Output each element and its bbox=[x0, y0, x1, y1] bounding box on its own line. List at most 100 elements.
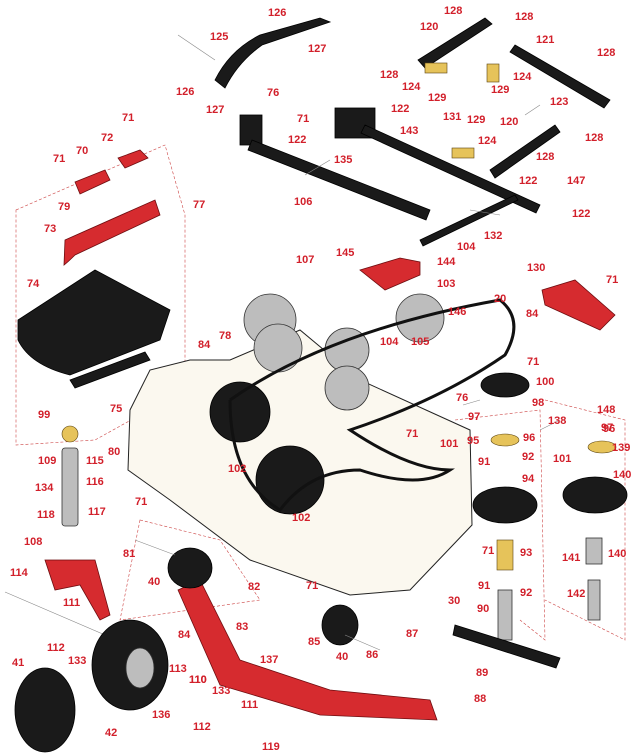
bushing-124-b bbox=[486, 63, 500, 83]
cap-148 bbox=[61, 425, 79, 443]
part-callout-120: 120 bbox=[420, 21, 438, 33]
part-callout-133: 133 bbox=[68, 655, 86, 667]
part-callout-128: 128 bbox=[515, 11, 533, 23]
part-callout-128: 128 bbox=[536, 151, 554, 163]
part-callout-112: 112 bbox=[193, 721, 211, 733]
part-callout-104: 104 bbox=[380, 336, 399, 348]
bearing-93 bbox=[496, 539, 514, 571]
shaft-135 bbox=[247, 139, 431, 221]
part-callout-117: 117 bbox=[88, 506, 106, 518]
part-callout-71: 71 bbox=[606, 274, 618, 286]
part-callout-140: 140 bbox=[613, 469, 631, 481]
washer-stack-left bbox=[61, 447, 79, 527]
part-callout-145: 145 bbox=[336, 247, 354, 259]
part-callout-124: 124 bbox=[513, 71, 532, 83]
part-callout-128: 128 bbox=[585, 132, 603, 144]
blade-30 bbox=[452, 624, 561, 669]
caster-tire-41 bbox=[14, 667, 76, 753]
part-callout-103: 103 bbox=[437, 278, 455, 290]
part-callout-111: 111 bbox=[63, 597, 80, 609]
part-callout-91: 91 bbox=[478, 456, 490, 468]
bracket-left bbox=[239, 114, 263, 146]
part-callout-106: 106 bbox=[294, 196, 312, 208]
part-callout-129: 129 bbox=[428, 92, 446, 104]
part-callout-122: 122 bbox=[288, 134, 306, 146]
part-callout-98: 98 bbox=[532, 397, 544, 409]
part-callout-112: 112 bbox=[47, 642, 65, 654]
part-callout-121: 121 bbox=[536, 34, 554, 46]
part-callout-90: 90 bbox=[477, 603, 489, 615]
plate-73 bbox=[63, 199, 161, 266]
part-callout-84: 84 bbox=[526, 308, 539, 320]
part-callout-119: 119 bbox=[262, 741, 280, 753]
part-callout-130: 130 bbox=[527, 262, 545, 274]
part-callout-71: 71 bbox=[406, 428, 418, 440]
part-callout-140: 140 bbox=[608, 548, 626, 560]
part-callout-113: 113 bbox=[169, 663, 187, 675]
part-callout-71: 71 bbox=[53, 153, 65, 165]
part-callout-93: 93 bbox=[520, 547, 532, 559]
pulley-lower-left bbox=[253, 323, 303, 373]
part-callout-86: 86 bbox=[366, 649, 378, 661]
part-callout-116: 116 bbox=[86, 476, 104, 488]
part-callout-84: 84 bbox=[178, 629, 191, 641]
part-callout-137: 137 bbox=[260, 654, 278, 666]
shaft-143 bbox=[360, 124, 541, 214]
part-callout-96: 96 bbox=[523, 432, 535, 444]
shield-130 bbox=[541, 279, 616, 331]
upper-linkage bbox=[214, 17, 611, 247]
part-callout-126: 126 bbox=[268, 7, 286, 19]
spring-132 bbox=[419, 194, 519, 247]
part-callout-97: 97 bbox=[601, 422, 613, 434]
part-callout-71: 71 bbox=[122, 112, 134, 124]
spindle-housing-right bbox=[562, 476, 628, 514]
part-callout-30: 30 bbox=[448, 595, 460, 607]
part-callout-72: 72 bbox=[101, 132, 113, 144]
part-callout-84: 84 bbox=[198, 339, 211, 351]
part-callout-85: 85 bbox=[308, 636, 320, 648]
part-callout-108: 108 bbox=[24, 536, 42, 548]
part-callout-127: 127 bbox=[308, 43, 326, 55]
part-callout-102: 102 bbox=[292, 512, 310, 524]
part-callout-115: 115 bbox=[86, 455, 104, 467]
mower-deck bbox=[127, 293, 516, 721]
bushing-124-c bbox=[451, 147, 475, 159]
part-callout-91: 91 bbox=[478, 580, 490, 592]
part-callout-122: 122 bbox=[572, 208, 590, 220]
part-callout-129: 129 bbox=[491, 84, 509, 96]
link-rod-121 bbox=[509, 44, 611, 109]
part-callout-82: 82 bbox=[248, 581, 260, 593]
idler-arm-144 bbox=[359, 257, 421, 291]
bumper-137 bbox=[177, 579, 438, 721]
right-components bbox=[359, 257, 628, 669]
part-callout-110: 110 bbox=[189, 674, 207, 686]
part-callout-134: 134 bbox=[35, 482, 54, 494]
part-callout-147: 147 bbox=[567, 175, 585, 187]
part-callout-127: 127 bbox=[206, 104, 224, 116]
part-callout-41: 41 bbox=[12, 657, 24, 669]
washer-139 bbox=[587, 440, 617, 454]
part-callout-96: 96 bbox=[603, 423, 615, 435]
part-callout-128: 128 bbox=[597, 47, 615, 59]
part-callout-148: 148 bbox=[597, 404, 615, 416]
part-callout-109: 109 bbox=[38, 455, 56, 467]
part-callout-146: 146 bbox=[448, 306, 466, 318]
part-callout-92: 92 bbox=[520, 587, 532, 599]
part-callout-124: 124 bbox=[478, 135, 497, 147]
part-callout-89: 89 bbox=[476, 667, 488, 679]
part-callout-88: 88 bbox=[474, 693, 486, 705]
caster-fork-108 bbox=[44, 559, 111, 621]
caster-hub bbox=[125, 647, 155, 689]
left-components bbox=[4, 149, 171, 753]
part-callout-75: 75 bbox=[110, 403, 122, 415]
callout-leaders bbox=[177, 34, 561, 431]
part-callout-76: 76 bbox=[267, 87, 279, 99]
part-callout-101: 101 bbox=[553, 453, 571, 465]
part-callout-94: 94 bbox=[522, 473, 535, 485]
part-callout-128: 128 bbox=[444, 5, 462, 17]
part-callout-110: 110 bbox=[189, 674, 207, 686]
part-callout-104: 104 bbox=[457, 241, 476, 253]
part-callout-144: 144 bbox=[437, 256, 456, 268]
